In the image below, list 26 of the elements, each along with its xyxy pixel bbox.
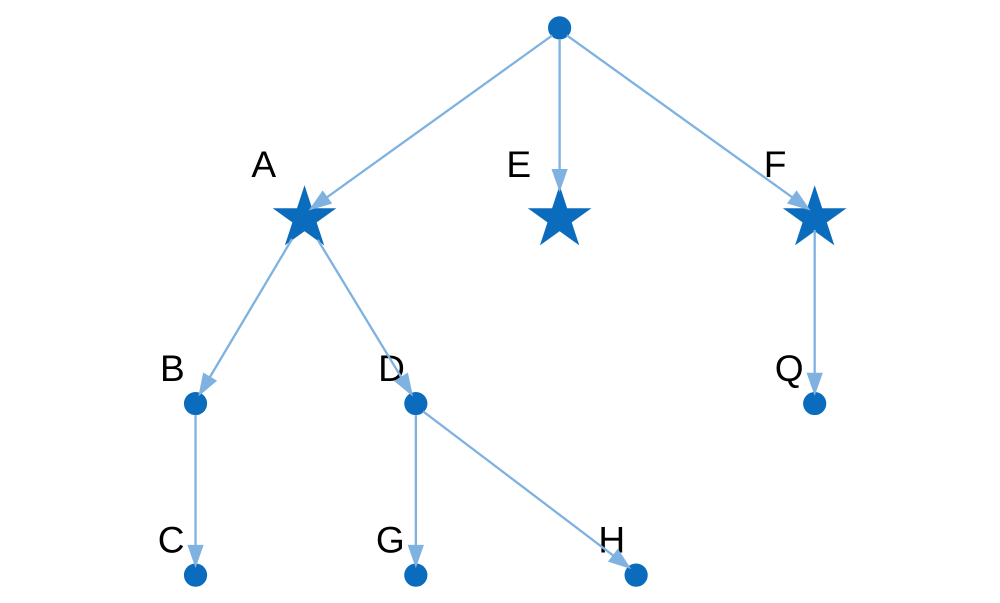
node-label: B — [160, 347, 185, 390]
arrow — [198, 238, 294, 397]
arrow — [551, 39, 568, 192]
arrow — [806, 230, 823, 396]
node-label: H — [598, 518, 626, 561]
arrow — [316, 239, 414, 397]
node-label: E — [506, 142, 532, 185]
node-label: F — [764, 142, 786, 185]
node-circle — [624, 564, 648, 587]
node-circle — [404, 564, 428, 587]
node-circle — [803, 392, 826, 416]
node-circle — [184, 392, 208, 416]
node-label: C — [158, 518, 185, 561]
node-circle — [548, 16, 572, 40]
node-star — [272, 185, 336, 246]
node-star — [782, 185, 847, 246]
arrow — [422, 410, 632, 570]
arrow — [187, 414, 204, 568]
arrow — [566, 34, 811, 210]
node-circle — [404, 392, 428, 416]
arrow — [408, 414, 424, 568]
node-circle — [184, 564, 208, 587]
node-label: Q — [774, 347, 804, 390]
node-label: G — [376, 518, 405, 561]
node-label: A — [251, 142, 276, 185]
arrow — [308, 34, 553, 210]
